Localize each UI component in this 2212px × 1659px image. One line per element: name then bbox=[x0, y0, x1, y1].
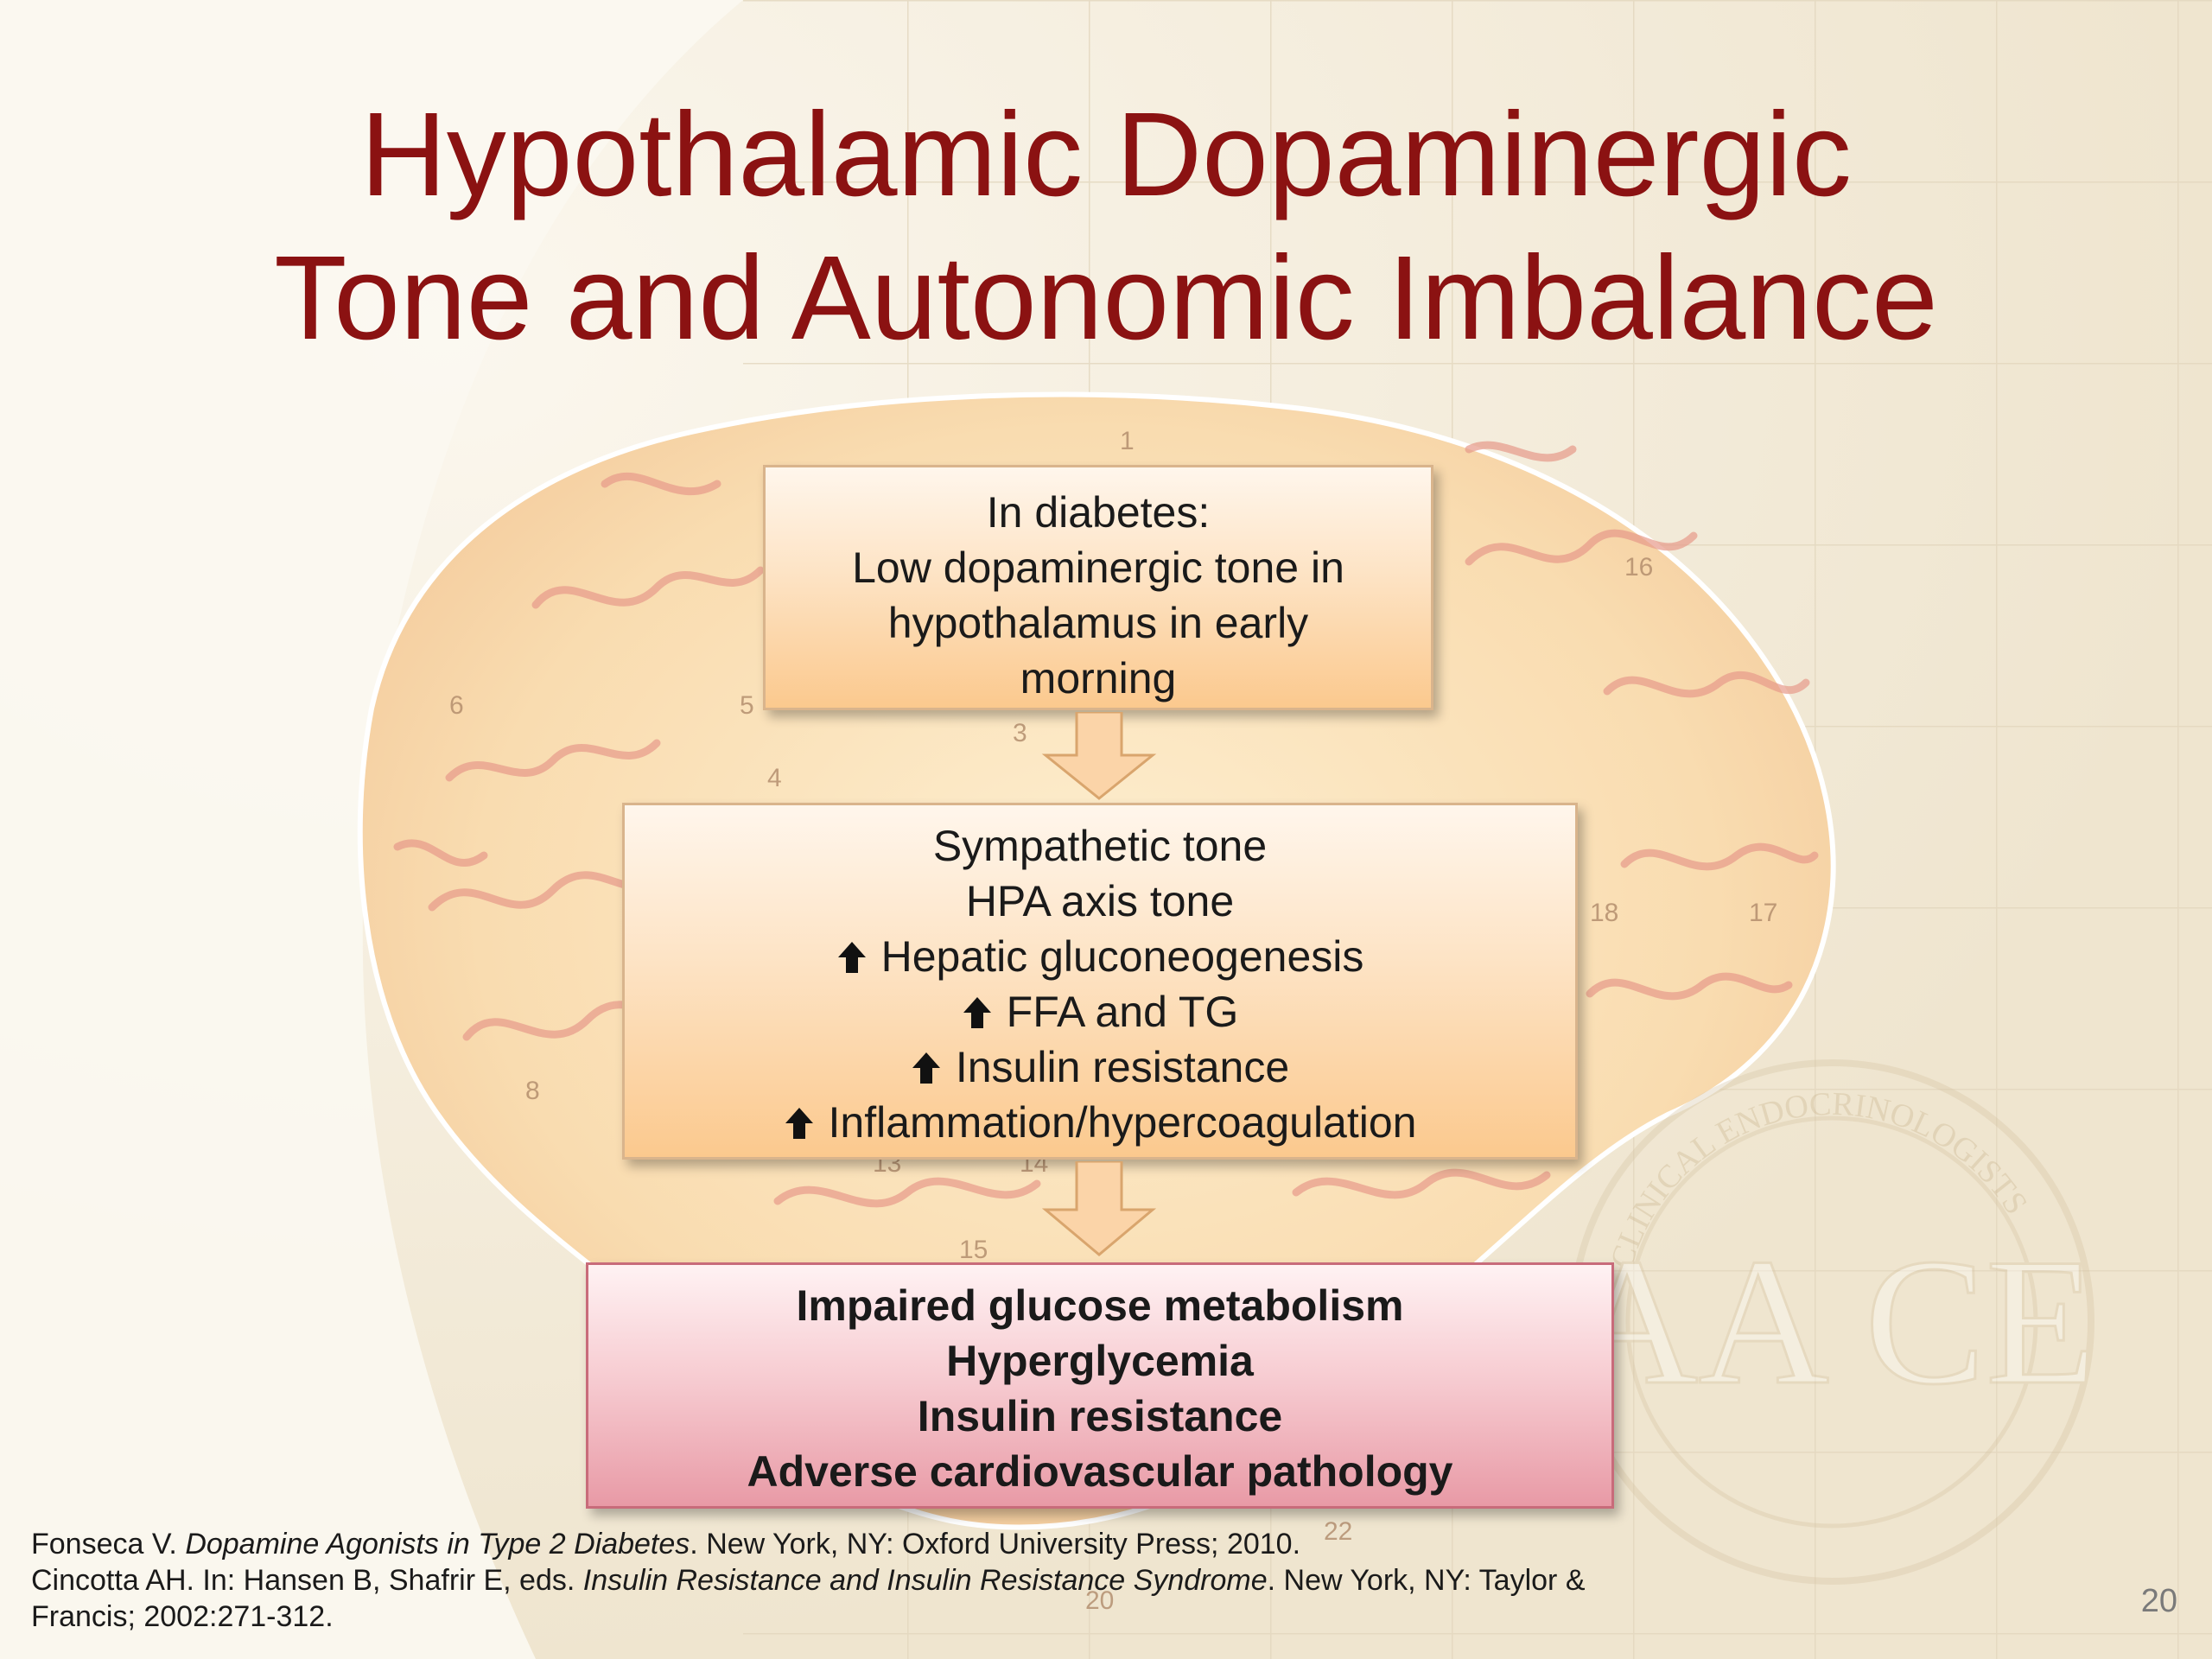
effect-line: Inflammation/hypercoagulation bbox=[625, 1095, 1575, 1150]
ref-text: Fonseca V. bbox=[31, 1528, 186, 1560]
box-line: morning bbox=[1020, 654, 1177, 702]
box-line: Insulin resistance bbox=[917, 1392, 1283, 1440]
decorative-swoosh bbox=[0, 0, 743, 1659]
brain-label: 1 bbox=[1120, 427, 1135, 455]
brain-label: 22 bbox=[1324, 1517, 1352, 1546]
brain-label: 4 bbox=[767, 764, 782, 792]
seal-letters: AA CE bbox=[1567, 1222, 2097, 1422]
box-line: Impaired glucose metabolism bbox=[796, 1281, 1404, 1330]
slide-title: Hypothalamic Dopaminergic Tone and Auton… bbox=[0, 83, 2212, 370]
flow-arrow-down-icon bbox=[1041, 1161, 1157, 1256]
box-line: Adverse cardiovascular pathology bbox=[747, 1447, 1453, 1496]
page-number: 20 bbox=[2140, 1583, 2177, 1619]
box-outcomes: Impaired glucose metabolism Hyperglycemi… bbox=[586, 1262, 1614, 1509]
brain-label: 5 bbox=[740, 691, 754, 720]
title-line: Hypothalamic Dopaminergic bbox=[360, 88, 1852, 221]
effect-line: HPA axis tone bbox=[625, 874, 1575, 929]
effect-line: Sympathetic tone bbox=[625, 818, 1575, 874]
up-arrow-icon bbox=[963, 997, 991, 1028]
brain-label: 3 bbox=[1013, 719, 1027, 747]
brain-label: 20 bbox=[1085, 1586, 1114, 1615]
flow-arrow-down-icon bbox=[1041, 712, 1157, 800]
effect-line: Insulin resistance bbox=[625, 1039, 1575, 1095]
ref-text: . New York, NY: Taylor & Francis; 2002:2… bbox=[31, 1564, 1586, 1633]
effect-line: Hepatic gluconeogenesis bbox=[625, 929, 1575, 984]
brain-label: 15 bbox=[959, 1236, 988, 1264]
up-arrow-icon bbox=[837, 942, 866, 973]
effect-text: Hepatic gluconeogenesis bbox=[880, 932, 1364, 981]
up-arrow-icon bbox=[785, 1108, 813, 1139]
effect-text: FFA and TG bbox=[1006, 988, 1239, 1036]
up-arrow-icon bbox=[912, 1052, 940, 1084]
box-line: hypothalamus in early bbox=[887, 599, 1309, 647]
brain-label: 8 bbox=[525, 1077, 540, 1105]
ref-text: Cincotta AH. In: Hansen B, Shafrir E, ed… bbox=[31, 1564, 583, 1597]
effect-text: Sympathetic tone bbox=[932, 822, 1268, 870]
box-line: Low dopaminergic tone in bbox=[852, 543, 1344, 592]
ref-book-title: Insulin Resistance and Insulin Resistanc… bbox=[582, 1564, 1268, 1597]
reference-1: Fonseca V. Dopamine Agonists in Type 2 D… bbox=[31, 1526, 1673, 1562]
box-low-dopaminergic-tone: In diabetes: Low dopaminergic tone in hy… bbox=[763, 465, 1433, 710]
effect-text: Insulin resistance bbox=[955, 1043, 1290, 1091]
brain-label: 6 bbox=[449, 691, 464, 720]
reference-2: Cincotta AH. In: Hansen B, Shafrir E, ed… bbox=[31, 1562, 1673, 1635]
brain-label: 17 bbox=[1749, 899, 1777, 927]
brain-label: 16 bbox=[1624, 553, 1653, 582]
title-line: Tone and Autonomic Imbalance bbox=[274, 232, 1938, 365]
effect-text: HPA axis tone bbox=[965, 877, 1235, 925]
effect-line: FFA and TG bbox=[625, 984, 1575, 1039]
ref-book-title: Dopamine Agonists in Type 2 Diabetes bbox=[185, 1528, 690, 1560]
ref-text: . New York, NY: Oxford University Press;… bbox=[690, 1528, 1301, 1560]
box-line: Hyperglycemia bbox=[946, 1337, 1254, 1385]
box-line: In diabetes: bbox=[986, 488, 1211, 537]
references: Fonseca V. Dopamine Agonists in Type 2 D… bbox=[31, 1526, 1673, 1635]
effect-text: Inflammation/hypercoagulation bbox=[828, 1098, 1417, 1147]
brain-label: 18 bbox=[1590, 899, 1618, 927]
